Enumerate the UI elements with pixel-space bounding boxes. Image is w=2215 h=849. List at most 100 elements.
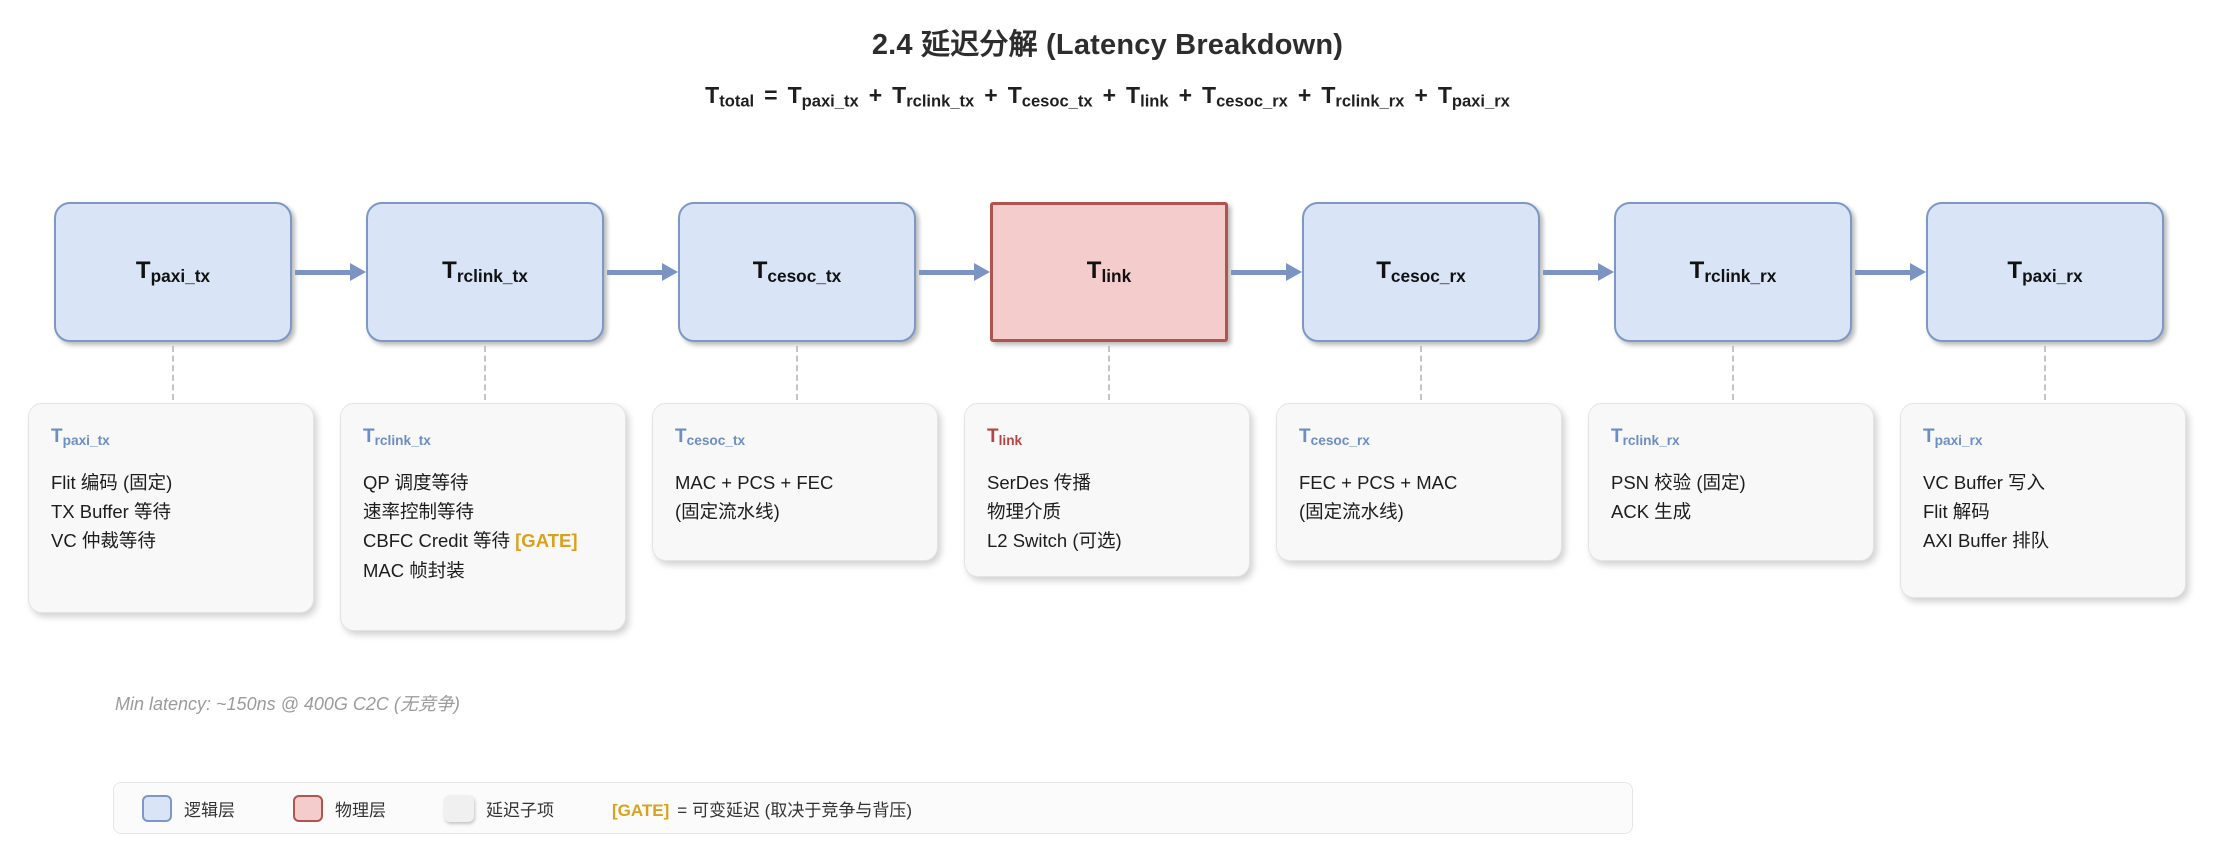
arrow-line <box>295 269 350 275</box>
legend-item-sub_item: 延迟子项 <box>444 794 554 822</box>
arrow-line <box>1231 269 1286 275</box>
arrow-line <box>1543 269 1598 275</box>
term-base: T <box>1689 257 1705 285</box>
card-line: Flit 编码 (固定) <box>51 472 173 493</box>
card-line: PSN 校验 (固定) <box>1611 472 1746 493</box>
term-subscript: link <box>998 433 1023 448</box>
stage-box-link: Tlink <box>990 202 1228 342</box>
plus-sign: + <box>1297 82 1312 108</box>
equals-sign: = <box>764 82 778 108</box>
arrow-line <box>607 269 662 275</box>
card-line: SerDes 传播 <box>987 472 1091 493</box>
dashed-connector <box>1420 346 1422 400</box>
legend-swatch-physical <box>293 794 323 822</box>
card-line: MAC 帧封装 <box>363 559 465 581</box>
card-line: QP 调度等待 <box>363 472 469 493</box>
legend-item-logical: 逻辑层 <box>142 794 235 822</box>
card-line: MAC + PCS + FEC <box>675 472 834 493</box>
term-subscript: link <box>1101 265 1132 286</box>
term-subscript: rclink_tx <box>374 433 431 448</box>
card-title-term: Trclink_tx <box>363 426 431 448</box>
term-base: T <box>2007 257 2023 285</box>
term-subscript: paxi_tx <box>62 433 110 448</box>
stage-box-cesoc_tx: Tcesoc_tx <box>678 202 916 342</box>
arrow-right-icon <box>1540 202 1614 342</box>
card-line: 速率控制等待 <box>363 501 475 523</box>
card-line: Flit 解码 <box>1923 501 1990 523</box>
dashed-connector <box>484 346 486 400</box>
plus-sign: + <box>1414 82 1428 108</box>
term-base: T <box>787 82 802 108</box>
formula-term: Tlink <box>1126 82 1169 111</box>
gate-tag: [GATE] <box>612 800 670 820</box>
term-subscript: cesoc_tx <box>767 265 842 286</box>
arrow-line <box>919 269 974 275</box>
card-title: Tpaxi_tx <box>51 426 291 448</box>
term-base: T <box>1437 82 1452 108</box>
card-title: Tlink <box>987 426 1227 448</box>
card-title-term: Tpaxi_tx <box>51 426 110 448</box>
stage-label: Tpaxi_rx <box>2007 257 2082 287</box>
term-subscript: rclink_rx <box>1622 433 1680 448</box>
formula-lhs: Ttotal <box>705 82 754 111</box>
term-base: T <box>675 426 687 447</box>
term-subscript: paxi_rx <box>1451 91 1510 111</box>
dashed-connector <box>1732 346 1734 400</box>
card-title-term: Tcesoc_tx <box>675 426 746 448</box>
stage-label: Tcesoc_rx <box>1376 257 1466 287</box>
stage-label: Tlink <box>1087 257 1131 287</box>
card-title-term: Tpaxi_rx <box>1923 426 1983 448</box>
term-base: T <box>987 426 999 447</box>
term-base: T <box>1923 426 1935 447</box>
term-base: T <box>1007 82 1022 108</box>
term-subscript: cesoc_rx <box>1310 433 1370 448</box>
term-base: T <box>1299 426 1311 447</box>
stage-label: Trclink_rx <box>1690 257 1777 287</box>
card-line: CBFC Credit 等待 [GATE] <box>363 526 603 555</box>
latency-card-rclink_tx: Trclink_tx QP 调度等待速率控制等待 CBFC Credit 等待 [G… <box>340 403 626 631</box>
term-subscript: rclink_rx <box>1335 91 1405 111</box>
page-title: 2.4 延迟分解 (Latency Breakdown) <box>871 29 1344 61</box>
term-base: T <box>1126 82 1141 108</box>
stage-box-cesoc_rx: Tcesoc_rx <box>1302 202 1540 342</box>
arrow-head <box>1598 263 1614 281</box>
legend-swatch-sub_item <box>444 794 474 822</box>
dashed-connector <box>1108 346 1110 400</box>
term-base: T <box>442 257 457 285</box>
term-base: T <box>1611 426 1623 447</box>
term-subscript: link <box>1140 91 1169 111</box>
term-subscript: cesoc_tx <box>1021 91 1093 111</box>
legend-label: 延迟子项 <box>486 800 554 820</box>
card-title: Trclink_tx <box>363 426 603 448</box>
term-base: T <box>1376 257 1391 285</box>
plus-sign: + <box>1102 82 1117 108</box>
arrow-head <box>662 263 678 281</box>
term-subscript: cesoc_rx <box>1390 265 1466 286</box>
plus-sign: + <box>1178 82 1193 108</box>
formula-term: Tpaxi_tx <box>787 82 859 111</box>
arrow-right-icon <box>1852 202 1926 342</box>
stage-label: Tpaxi_tx <box>136 257 210 287</box>
dashed-connector <box>172 346 174 400</box>
term-subscript: paxi_rx <box>2022 265 2083 286</box>
card-title: Trclink_rx <box>1611 426 1851 448</box>
gate-tag: [GATE] <box>515 530 578 552</box>
formula-term: Trclink_tx <box>892 82 974 111</box>
card-line: TX Buffer 等待 <box>51 501 171 523</box>
card-title-term: Tcesoc_rx <box>1299 426 1370 448</box>
card-title: Tcesoc_tx <box>675 426 915 448</box>
card-line: ACK 生成 <box>1611 501 1692 523</box>
card-line: VC 仲裁等待 <box>51 530 156 552</box>
term-subscript: paxi_tx <box>150 265 211 286</box>
term-subscript: cesoc_tx <box>686 433 746 448</box>
card-line: (固定流水线) <box>675 501 780 523</box>
term-base: T <box>1202 82 1217 108</box>
card-title-term: Trclink_rx <box>1611 426 1680 448</box>
arrow-right-icon <box>1228 202 1302 342</box>
